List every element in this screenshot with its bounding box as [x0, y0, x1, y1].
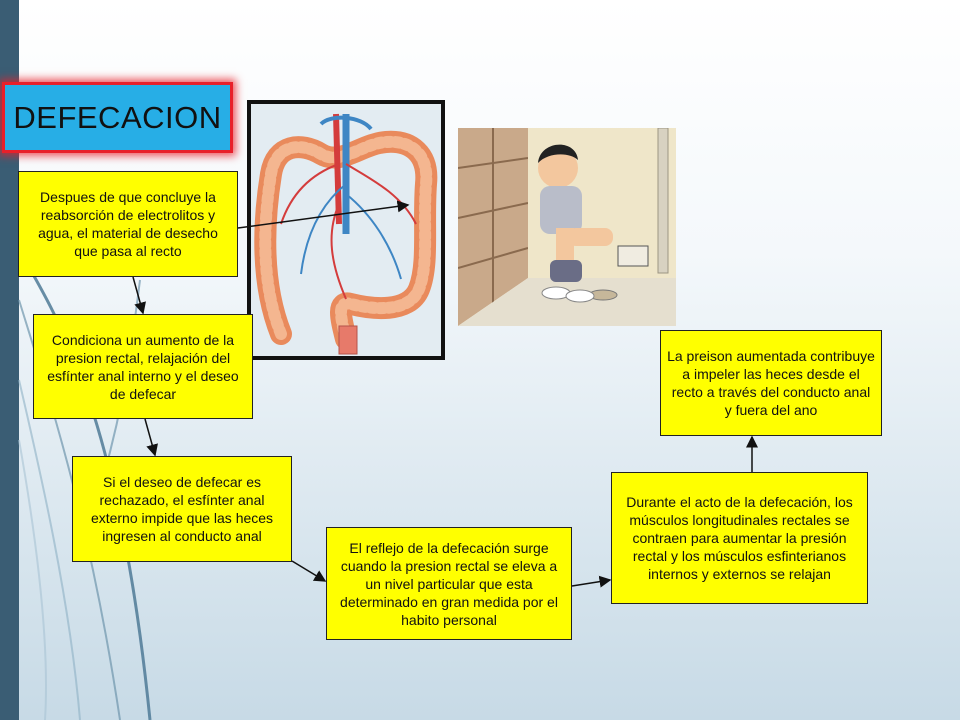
step4-text: El reflejo de la defecación surge cuando…	[340, 539, 558, 628]
step5-box: Durante el acto de la defecación, los mú…	[611, 472, 868, 604]
step1-box: Despues de que concluye la reabsorción d…	[18, 171, 238, 277]
step2-text: Condiciona un aumento de la presion rect…	[47, 331, 239, 402]
step4-box: El reflejo de la defecación surge cuando…	[326, 527, 572, 640]
step6-text: La preison aumentada contribuye a impele…	[667, 348, 875, 418]
step2-box: Condiciona un aumento de la presion rect…	[33, 314, 253, 419]
intestine-illustration	[251, 104, 441, 356]
title-banner: DEFECACION	[2, 82, 233, 153]
page-title: DEFECACION	[13, 99, 222, 135]
step5-text: Durante el acto de la defecación, los mú…	[626, 494, 853, 582]
step1-text: Despues de que concluye la reabsorción d…	[38, 189, 218, 259]
arrow-step3-to-step4	[291, 560, 327, 582]
step6-box: La preison aumentada contribuye a impele…	[660, 330, 882, 436]
arrow-step4-to-step5	[571, 575, 612, 588]
intestine-image	[247, 100, 445, 360]
boy-on-toilet-illustration	[458, 128, 676, 326]
boy-image	[458, 128, 676, 326]
step3-box: Si el deseo de defecar es rechazado, el …	[72, 456, 292, 562]
step3-text: Si el deseo de defecar es rechazado, el …	[90, 474, 274, 544]
left-accent-bar	[0, 0, 19, 720]
